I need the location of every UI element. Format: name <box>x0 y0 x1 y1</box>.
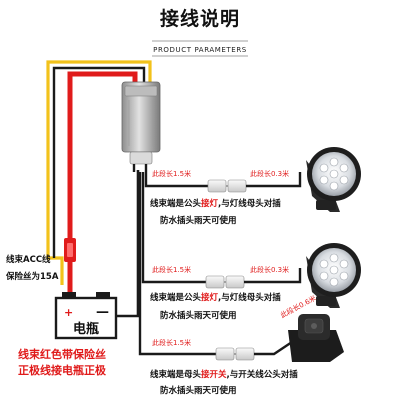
battery <box>54 292 118 340</box>
light1-connector <box>207 179 247 193</box>
light2-lamp <box>306 243 361 308</box>
acc-wire-black <box>52 66 146 258</box>
relay-box <box>121 81 161 165</box>
light1-description: 线束端是公头接灯,与灯线母头对插 <box>150 198 281 209</box>
switch-wire <box>254 341 293 356</box>
wire-light2 <box>141 172 210 284</box>
acc-wire-label: 线束ACC线 <box>6 254 51 265</box>
page-title: 接线说明 <box>160 7 240 30</box>
light2-right-segment: 此段长0.3米 <box>250 265 289 274</box>
acc-wire-yellow <box>46 60 152 285</box>
light2-left-segment: 此段长1.5米 <box>152 265 191 274</box>
wire-light1 <box>144 164 210 188</box>
switch-device <box>288 314 344 362</box>
red-note-line2: 正极线接电瓶正极 <box>18 363 107 377</box>
light1-left-segment: 此段长1.5米 <box>152 169 191 178</box>
page-subtitle: PRODUCT PARAMETERS <box>153 46 247 54</box>
light1-right-segment: 此段长0.3米 <box>250 169 289 178</box>
light2-description: 线束端是公头接灯,与灯线母头对插 <box>150 292 281 303</box>
light2-lamp-wire <box>244 268 302 284</box>
battery-plus: + <box>64 306 73 319</box>
red-note-line1: 线束红色带保险丝 <box>18 347 106 361</box>
light2-connector <box>205 275 245 289</box>
light1-waterproof: 防水插头雨天可使用 <box>160 215 237 226</box>
battery-minus: — <box>96 305 109 320</box>
light1-lamp-wire <box>246 172 302 188</box>
light1-lamp <box>306 147 361 212</box>
fuse-window <box>67 243 73 257</box>
battery-label: 电瓶 <box>73 321 99 337</box>
red-wire <box>67 71 138 238</box>
light2-waterproof: 防水插头雨天可使用 <box>160 310 237 321</box>
wire-switch <box>138 172 220 356</box>
fuse-label: 保险丝为15A <box>5 271 59 282</box>
switch-connector <box>215 347 255 361</box>
switch-waterproof: 防水插头雨天可使用 <box>160 385 237 396</box>
switch-description: 线束端是母头接开关,与开关线公头对插 <box>150 369 298 380</box>
switch-left-segment: 此段长1.5米 <box>152 338 191 347</box>
